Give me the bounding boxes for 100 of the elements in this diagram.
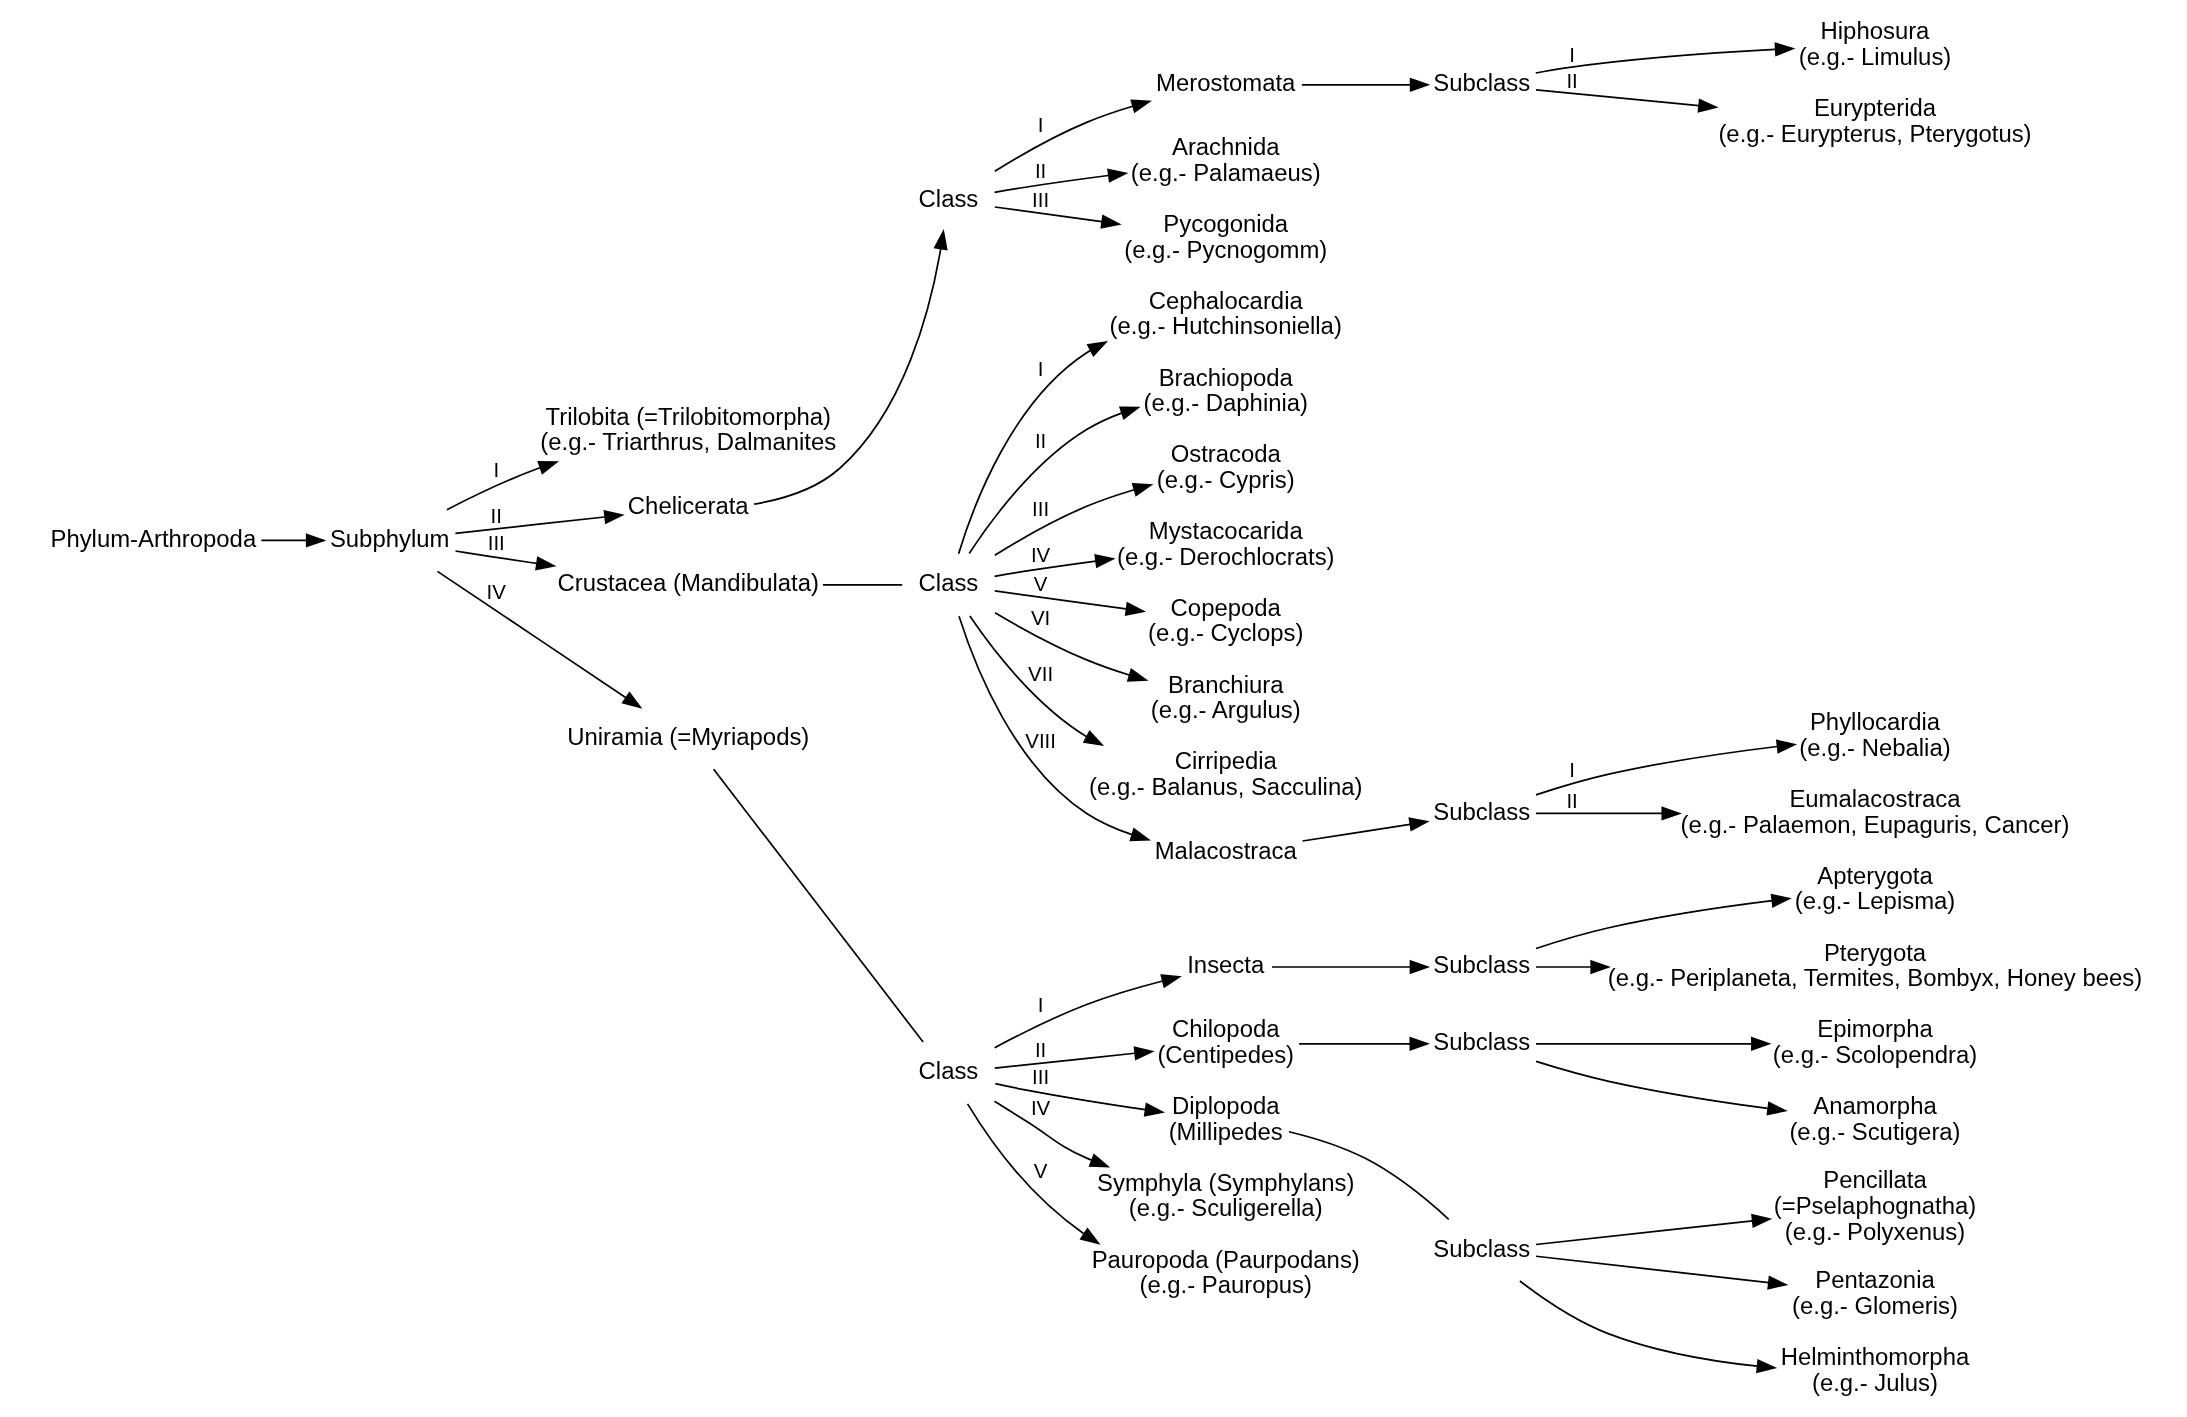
arrow (994, 1082, 1166, 1117)
node-text: Eurypterida (e.g.- Eurypterus, Pterygotus) (1718, 93, 2032, 147)
node-text: Insecta (1187, 951, 1265, 979)
node-text: Class (918, 185, 979, 213)
edge-label: II (1034, 428, 1047, 452)
arrow (1535, 1255, 1789, 1290)
edge-label: VII (1028, 662, 1054, 686)
arrow (1298, 1036, 1430, 1051)
arrow (1535, 739, 1798, 796)
node-text: Cirripedia (e.g.- Balanus, Sacculina) (1089, 747, 1363, 801)
connector (712, 768, 924, 1043)
arrow (993, 1100, 1111, 1168)
edge-label: VI (1030, 606, 1051, 630)
arrow (1535, 893, 1792, 950)
node-text: Anamorpha (e.g.- Scutigera) (1789, 1092, 1961, 1145)
arrow (1535, 1213, 1773, 1246)
node-text: Copepoda (e.g.- Cyclops) (1148, 593, 1304, 647)
edge-label: I (1569, 42, 1575, 66)
edge-label: III (1032, 188, 1050, 212)
edge-label: VIII (1025, 728, 1056, 752)
node-text: Class (918, 569, 979, 597)
arrow (968, 406, 1141, 555)
edge-label: IV (486, 580, 506, 604)
arrow (454, 550, 557, 571)
arrow (993, 554, 1116, 578)
edge-label: I (1037, 356, 1044, 380)
arrow (446, 461, 559, 511)
edge-label: I (1037, 993, 1044, 1017)
node-text: Helminthomorpha (e.g.- Julus) (1780, 1342, 1970, 1396)
node-text: Epimorpha (e.g.- Scolopendra) (1772, 1015, 1978, 1068)
arrow (969, 615, 1105, 747)
node-text: Diplopoda (Millipedes (1168, 1092, 1283, 1145)
node-text: Ostracoda (e.g.- Cypris) (1156, 440, 1295, 493)
connector (1288, 1130, 1450, 1221)
arrow (994, 611, 1149, 682)
node-text: Subphylum (329, 524, 450, 552)
node-text: Class (918, 1057, 979, 1085)
node-text: Malacostraca (1154, 837, 1297, 864)
arrow (993, 974, 1182, 1049)
node-text: Arachnida (e.g.- Palamaeus) (1130, 133, 1321, 186)
edge-label: I (1569, 757, 1575, 781)
edge-label: IV (1030, 542, 1051, 566)
node-text: Merostomata (1156, 69, 1296, 97)
arrow (958, 615, 1152, 842)
node-text: Pterygota (e.g.- Periplaneta, Termites, Bombyx, Honey bees) (1607, 938, 2143, 992)
edge-label: IV (1030, 1095, 1051, 1119)
node-text: Uniramia (=Myriapods) (567, 722, 810, 750)
node-text: Subclass (1433, 951, 1531, 979)
arrow (1535, 1060, 1788, 1116)
edge-label: I (1037, 112, 1044, 136)
arrow (1534, 42, 1796, 74)
arrow (993, 206, 1122, 229)
arrow (1519, 1280, 1778, 1374)
arrow (993, 483, 1154, 557)
edge-label: II (1566, 68, 1578, 92)
arrow (1535, 959, 1611, 975)
node-text: Branchiura (e.g.- Argulus) (1150, 670, 1301, 724)
arrow (993, 168, 1129, 194)
arrow (1301, 77, 1431, 93)
edge-label: III (1032, 1065, 1050, 1089)
connector (822, 583, 904, 586)
node-text: Pauropoda (Paurpodans) (e.g.- Pauropus) (1091, 1245, 1360, 1299)
arrow (993, 99, 1152, 173)
node-text: Trilobita (=Trilobitomorpha) (e.g.- Triarthrus, Dalmanites (540, 402, 837, 456)
node-text: Subclass (1433, 797, 1531, 825)
node-text: Phyllocardia (e.g.- Nebalia) (1799, 708, 1951, 761)
node-text: Pencillata (=Pselaphognatha) (e.g.- Polyxenus) (1773, 1166, 1977, 1245)
node-text: Mystacocarida (e.g.- Derochlocrats) (1116, 517, 1335, 570)
arrow (1535, 1036, 1772, 1051)
node-text: Phylum-Arthropoda (50, 524, 257, 552)
node-text: Subclass (1433, 69, 1531, 97)
arrow (966, 1103, 1101, 1245)
node-text: Subclass (1433, 1028, 1531, 1056)
node-text: Pentazonia (e.g.- Glomeris) (1792, 1266, 1958, 1319)
node-text: Eumalacostraca (e.g.- Palaemon, Eupaguris, Cancer) (1680, 784, 2070, 838)
node-text: Cephalocardia (e.g.- Hutchinsoniella) (1109, 286, 1342, 340)
node-text: Brachiopoda (e.g.- Daphinia) (1143, 363, 1309, 417)
node-text: Chelicerata (627, 492, 749, 520)
arrow (1271, 959, 1431, 975)
arrow (1535, 806, 1682, 821)
arrow (454, 509, 625, 535)
arrow (993, 1046, 1155, 1069)
edge-label: II (1034, 159, 1047, 183)
edge-label: II (490, 503, 502, 527)
arrow (957, 340, 1109, 555)
arrow (260, 533, 327, 548)
edge-label: III (487, 530, 505, 554)
node-text: Subclass (1433, 1234, 1531, 1262)
node-text: Hiphosura (e.g.- Limulus) (1798, 17, 1952, 70)
node-text: Chilopoda (Centipedes) (1157, 1015, 1295, 1068)
edge-label: III (1032, 496, 1050, 520)
node-text: Pycogonida (e.g.- Pycnogomm) (1124, 209, 1328, 263)
arrow (753, 229, 948, 505)
node-text: Symphyla (Symphylans) (e.g.- Sculigerella) (1097, 1168, 1355, 1222)
arrow (1301, 817, 1430, 842)
arrow (1535, 89, 1719, 113)
node-text: Crustacea (Mandibulata) (557, 569, 819, 597)
edge-label: II (1034, 1037, 1047, 1061)
edge-label: I (493, 457, 500, 481)
edge-label: II (1566, 788, 1578, 812)
